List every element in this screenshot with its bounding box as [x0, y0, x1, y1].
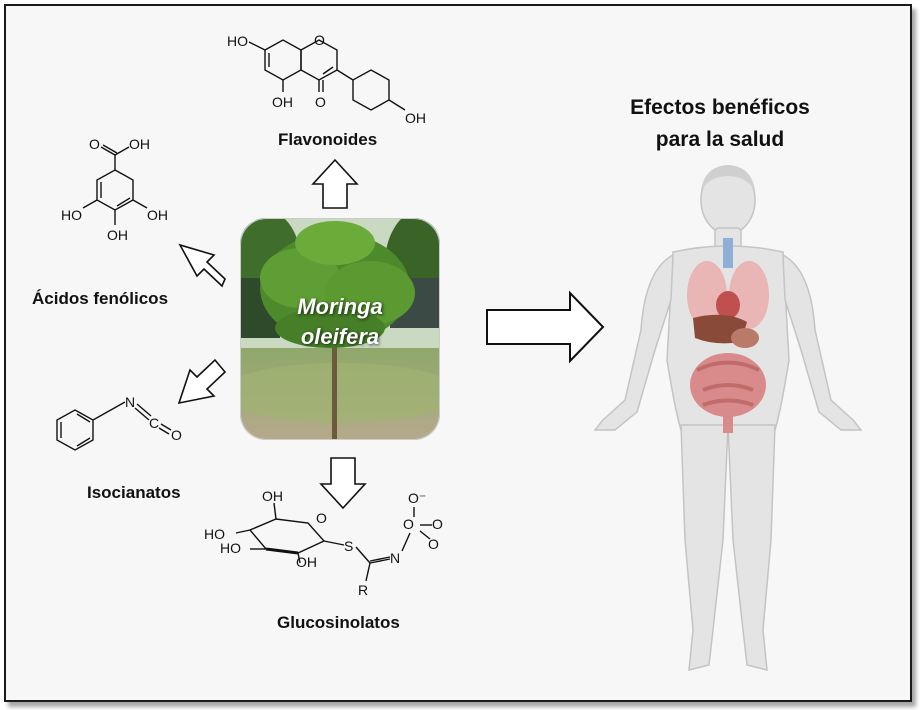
atom-ho-1: HO [204, 526, 225, 542]
atom-o-iso: O [171, 427, 182, 443]
phenolic-acid-structure: O OH OH HO OH [61, 136, 168, 243]
atom-o-link: O [403, 516, 414, 532]
atom-o-ring: O [314, 32, 325, 48]
atom-oh-right: OH [147, 207, 168, 223]
plant-name-line-2: oleifera [300, 324, 380, 349]
atom-c: C [149, 415, 159, 431]
label-glucosinolatos: Glucosinolatos [277, 613, 400, 632]
moringa-photo [240, 218, 440, 440]
human-body-illustration [593, 165, 863, 671]
atom-ho-2: HO [220, 540, 241, 556]
arrow-down-left [177, 358, 227, 405]
atom-ho-left: HO [61, 207, 82, 223]
label-flavonoides: Flavonoides [278, 130, 378, 149]
health-title: Efectos benéficos para la salud [600, 92, 840, 156]
atom-o-s2: O [428, 536, 439, 552]
atom-o-carbonyl: O [315, 94, 326, 110]
plant-name-line-1: Moringa [297, 294, 383, 319]
atom-n-glu: N [390, 550, 400, 566]
atom-r: R [358, 582, 368, 598]
glucosinolate-structure: OH O HO HO OH S N R O O⁻ O O S [204, 488, 443, 598]
atom-oh-1: OH [272, 94, 293, 110]
plant-name: Moringa oleifera [242, 292, 438, 352]
atom-n: N [125, 394, 135, 410]
arrow-up-left [178, 243, 226, 288]
atom-oh-acid: OH [129, 136, 150, 152]
atom-o-s1: O [432, 516, 443, 532]
flavonoid-structure: HO O OH O OH [227, 32, 426, 126]
atom-o-acid: O [89, 136, 100, 152]
atom-oh-sugar: OH [296, 554, 317, 570]
atom-s-thio: S [344, 538, 353, 554]
atom-oh-2: OH [405, 110, 426, 126]
label-acidos-fenolicos: Ácidos fenólicos [32, 289, 169, 308]
isocyanate-structure: N C O [56, 394, 182, 451]
arrow-up [311, 158, 359, 209]
atom-oh-top: OH [262, 488, 283, 504]
title-line-2: para la salud [655, 128, 785, 151]
title-line-1: Efectos benéficos [630, 96, 810, 119]
atom-ho-1: HO [227, 33, 248, 49]
organs [687, 238, 769, 433]
atom-o-sugar: O [316, 510, 327, 526]
atom-oh-bottom: OH [107, 227, 128, 243]
label-isocianatos: Isocianatos [87, 483, 181, 502]
arrow-right [486, 290, 605, 364]
arrow-down [319, 457, 367, 510]
atom-o-minus: O⁻ [408, 490, 426, 506]
